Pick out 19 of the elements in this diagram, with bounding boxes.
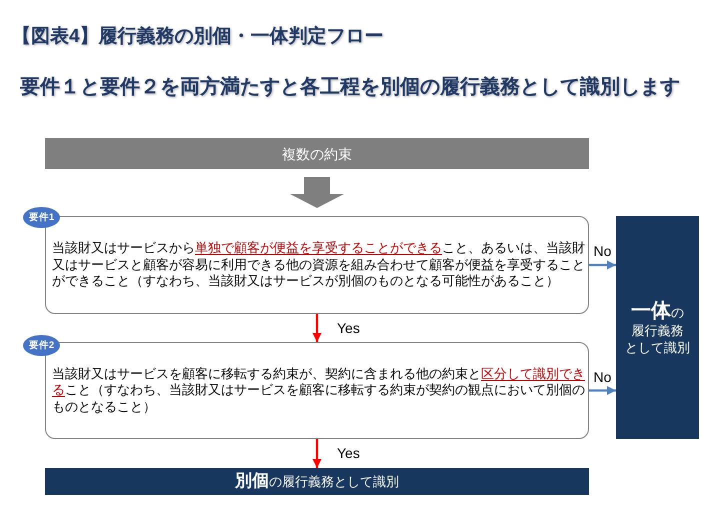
condition-text: 当該財又はサービスから単独で顧客が便益を享受することができること、あるいは、当該財又はサービスと顧客が容易に利用できる他の資源を組み合わせて顧客が便益を享受することができること（すなわち、当該財又はサービスが別個のものとなる可能性があること） [52, 240, 585, 290]
arrow [312, 314, 322, 342]
header-bar [45, 138, 589, 169]
block-arrow [290, 177, 344, 208]
arrow [312, 439, 322, 468]
arrow [589, 386, 616, 395]
result-text: 別個の履行義務として識別 [235, 471, 399, 492]
requirement-badge [23, 335, 60, 356]
arrow [589, 260, 616, 270]
result-box [616, 216, 699, 439]
requirement-badge [23, 207, 60, 228]
result-text: 一体の履行義務として識別 [624, 300, 691, 356]
header-label: 複数の約束 [282, 144, 352, 162]
result-bar [45, 468, 589, 495]
condition-text: 当該財又はサービスを顧客に移転する約束が、契約に含まれる他の約束と区分して識別できること（すなわち、当該財又はサービスを顧客に移転する約束が契約の観点において別個のものとなること） [52, 366, 585, 416]
subtitle: 要件１と要件２を両方満たすと各工程を別個の履行義務として識別します [20, 75, 680, 99]
requirement-label: 要件1 [28, 212, 54, 223]
title: 【図表4】履行義務の別個・一体判定フロー [12, 25, 384, 49]
requirement-label: 要件2 [28, 340, 54, 351]
